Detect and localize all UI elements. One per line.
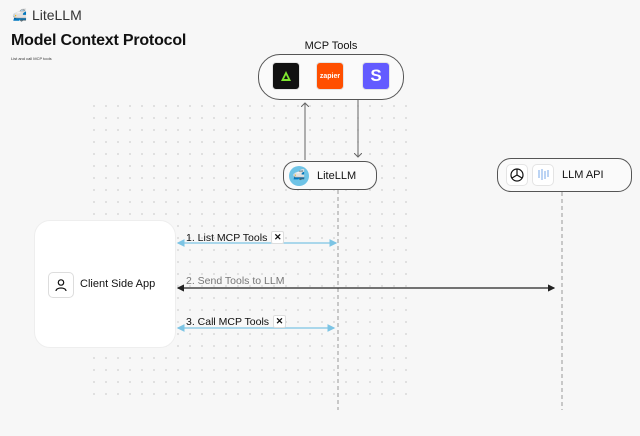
brand: 🚅 LiteLLM xyxy=(12,7,82,23)
message-label: 2. Send Tools to LLM xyxy=(186,275,285,287)
message-call-tools: 3. Call MCP Tools ✕ xyxy=(186,315,287,328)
openai-icon xyxy=(506,164,528,186)
litellm-logo-icon: 🚅 xyxy=(289,165,309,186)
llm-provider-icon xyxy=(532,164,554,186)
message-list-tools: 1. List MCP Tools ✕ xyxy=(186,231,285,244)
litellm-node: 🚅 LiteLLM xyxy=(283,161,377,190)
page-subtitle: List and call MCP tools xyxy=(11,56,52,61)
llm-api-label: LLM API xyxy=(562,169,604,181)
llm-api-node: LLM API xyxy=(497,158,632,192)
page-title: Model Context Protocol xyxy=(11,32,187,49)
litellm-logo-icon: 🚅 xyxy=(12,8,27,22)
tools-icon: ✕ xyxy=(271,231,285,244)
message-label: 3. Call MCP Tools xyxy=(186,315,270,328)
zapier-icon: zapier xyxy=(316,62,344,90)
stripe-icon: S xyxy=(362,62,390,90)
brand-name: LiteLLM xyxy=(31,7,82,23)
message-label: 1. List MCP Tools xyxy=(186,231,268,244)
message-send-tools: 2. Send Tools to LLM xyxy=(186,275,284,287)
litellm-node-label: LiteLLM xyxy=(317,169,357,182)
client-app-label: Client Side App xyxy=(80,278,156,290)
tools-icon: ✕ xyxy=(273,315,287,328)
user-icon xyxy=(48,272,74,298)
arize-phoenix-icon xyxy=(272,62,300,90)
mcp-tools-label: MCP Tools xyxy=(304,40,358,52)
